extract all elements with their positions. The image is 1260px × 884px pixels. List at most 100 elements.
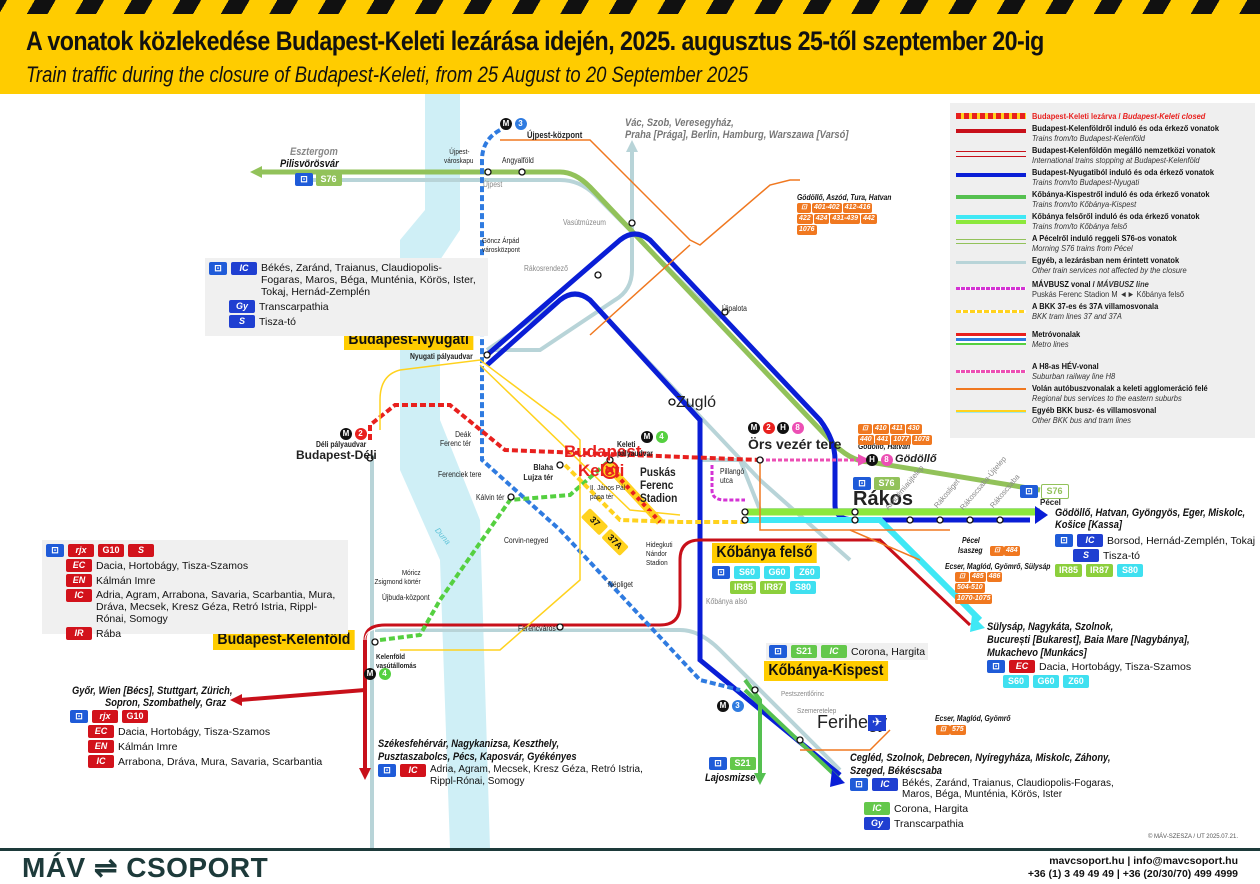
metro-m4: [379, 458, 612, 642]
s76-badge-rakos: ⊡ S76: [853, 477, 900, 490]
dest-isaszeg: Isaszeg: [958, 546, 983, 555]
title-english: Train traffic during the closure of Buda…: [26, 62, 749, 87]
footer-phone: +36 (1) 3 49 49 49 | +36 (20/30/70) 499 …: [1027, 868, 1238, 880]
stop-moricz-zsigmond-korter[interactable]: Móricz Zsigmond körtér: [374, 568, 421, 586]
footer-contact: mavcsoport.hu | info@mavcsoport.hu +36 (…: [1028, 855, 1238, 881]
arrow-north-vac: [626, 140, 638, 152]
title-hungarian: A vonatok közlekedése Budapest-Keleti le…: [26, 26, 1044, 56]
metro-h8-badge-ors: M 2 H 8: [748, 422, 804, 434]
stop-kalvin-ter[interactable]: Kálvin tér: [476, 493, 505, 502]
kelenfold-lines: [239, 538, 972, 770]
metro-m4-badge-keleti: M 4: [641, 431, 668, 443]
train-icon: ⊡: [295, 173, 313, 186]
arrow-west-pilisvorosvar: [250, 166, 262, 178]
stop-rakosrendezo[interactable]: Rákosrendező: [524, 264, 568, 273]
station-budapest-keleti-line2[interactable]: Keleti: [578, 461, 625, 480]
dest-pilisvorosvar: Pilisvörösvár: [280, 158, 339, 170]
footer-web-email[interactable]: mavcsoport.hu | info@mavcsoport.hu: [1049, 855, 1238, 867]
stop-corvin-negyed[interactable]: Corvin-negyed: [504, 536, 549, 545]
dest-pecel-bus: Pécel: [962, 536, 980, 545]
dest-cegled-line2: Szeged, Békéscsaba: [850, 765, 942, 777]
dest-esztergom: Esztergom: [290, 146, 338, 158]
stop-szemeretelep[interactable]: Szemeretelep: [797, 706, 837, 715]
stop-deak-ferenc-ter[interactable]: Deák Ferenc tér: [440, 430, 471, 448]
station-rakos[interactable]: Rákos: [853, 488, 914, 510]
metro-m2-badge-deli: M 2: [340, 428, 367, 440]
arrow-se-sulysap: [970, 615, 985, 632]
metro-m4-badge-kelenfold: M 4: [364, 668, 391, 680]
stop-ferencvaros[interactable]: Ferencváros: [518, 624, 556, 633]
arrow-south-szekesfehervar: [359, 768, 371, 780]
station-kobanya-kispest[interactable]: Kőbánya-Kispest: [764, 661, 888, 681]
stop-angyalfold[interactable]: Angyalföld: [502, 156, 534, 165]
stop-ferenciek-tere[interactable]: Ferenciek tere: [438, 470, 482, 479]
bus-route-ferihegy: ⊡575: [936, 723, 966, 735]
dest-ecser-maglod: Ecser, Maglód, Gyömrő: [935, 714, 1011, 723]
stop-keleti-palyaudvar[interactable]: Keleti pályaudvar: [617, 440, 653, 458]
dest-cegled-line1: Cegléd, Szolnok, Debrecen, Nyíregyháza, …: [850, 752, 1111, 764]
s21-badge-lajosmizse: ⊡ S21: [709, 757, 756, 770]
arrow-se-cegled: [830, 770, 845, 787]
stop-nyugati-palyaudvar[interactable]: Nyugati pályaudvar: [410, 352, 473, 361]
dest-gyor-line1: Győr, Wien [Bécs], Stuttgart, Zürich,: [72, 685, 233, 697]
station-budapest-deli[interactable]: Budapest-Déli: [296, 448, 377, 462]
stop-kobanya-also[interactable]: Kőbánya alsó: [706, 597, 748, 606]
dest-sulysap-line3: Mukachevo [Munkács]: [987, 647, 1087, 659]
stop-puskas-ferenc-stadion[interactable]: Puskás Ferenc Stadion: [640, 465, 678, 505]
station-dots: [366, 168, 1004, 744]
station-kobanya-felso[interactable]: Kőbánya felső: [712, 543, 818, 563]
mav-csoport-logo: MÁV ⇌ CSOPORT: [22, 852, 269, 883]
stop-pestszentlorinc[interactable]: Pestszentlőrinc: [781, 689, 825, 698]
metro-m3-badge-kispest: M 3: [717, 700, 744, 712]
stop-vasutmuzeum[interactable]: Vasútmúzeum: [563, 218, 606, 227]
station-zuglo[interactable]: Zugló: [676, 394, 717, 411]
stop-ujpalota[interactable]: Újpalota: [722, 304, 747, 313]
stop-ujpest[interactable]: Újpest: [483, 180, 503, 189]
arrow-east-main: [1035, 506, 1048, 524]
stop-goncz-arpad-varoskozpont[interactable]: Göncz Árpád városközpont: [482, 236, 520, 254]
station-budapest-kelenfold[interactable]: Budapest-Kelenföld: [213, 630, 355, 650]
stop-ujpest-varoskapu[interactable]: Újpest-városkapu: [444, 147, 474, 165]
metro-m3-badge-ujpest: M 3: [500, 118, 527, 130]
stop-ujpest-kozpont[interactable]: Újpest-központ: [527, 130, 583, 140]
stop-hidegkuti-nandor-stadion[interactable]: Hidegkuti Nándor Stadion: [646, 540, 673, 567]
map-legend: Budapest-Keleti lezárva / Budapest-Kelet…: [950, 103, 1255, 438]
dest-godollo-aszod: Gödöllő, Aszód, Tura, Hatvan: [797, 193, 892, 202]
dest-praha: Praha [Prága], Berlin, Hamburg, Warszawa…: [625, 129, 849, 141]
stop-pillango-utca[interactable]: Pillangó utca: [720, 467, 745, 485]
stop-blaha-lujza-ter[interactable]: Blaha Lujza tér: [523, 462, 554, 482]
station-budapest-keleti-line1[interactable]: Budapest-: [564, 442, 648, 461]
hazard-stripe-banner: [0, 0, 1260, 14]
dest-szekesfehervar-line2: Pusztaszabolcs, Pécs, Kaposvár, Gyékénye…: [378, 751, 577, 763]
bkk-lines: [379, 359, 681, 651]
volan-bus-lines: [500, 139, 950, 751]
kispest-green-line-2: [743, 688, 842, 782]
kispest-green-line: [743, 678, 762, 775]
stop-deli-palyaudvar[interactable]: Déli pályaudvar: [316, 440, 367, 449]
mavbusz-line: [710, 465, 745, 502]
dest-gyor-line2: Sopron, Szombathely, Graz: [105, 697, 227, 709]
station-pecel[interactable]: Pécel: [1040, 498, 1061, 507]
dest-godollo-hatvan-bus: Gödöllő, Hatvan: [858, 442, 911, 451]
dest-lajosmizse: Lajosmizse: [705, 772, 756, 784]
stop-nepliget[interactable]: Népliget: [608, 580, 633, 589]
s76-badge-pecel: ⊡ S76: [1020, 484, 1069, 499]
metro-m2: [368, 403, 761, 462]
copyright-note: © MÁV-SZESZA / UT 2025.07.21.: [1147, 834, 1238, 840]
nyugati-lines: [485, 231, 1030, 777]
dest-sulysap-line2: București [Bukarest], Baia Mare [Nagybán…: [987, 634, 1190, 646]
station-ors-vezer-tere[interactable]: Örs vezér tere: [748, 436, 842, 452]
stop-ii-janos-pal-papa-ter[interactable]: II. János Pál pápa tér: [590, 483, 626, 501]
stop-kelenfold-vasutallomas[interactable]: Kelenföld vasútállomás: [376, 652, 417, 670]
stop-ujbuda-kozpont[interactable]: Újbuda-központ: [382, 593, 430, 602]
footer-divider: [0, 848, 1260, 851]
header: A vonatok közlekedése Budapest-Keleti le…: [0, 14, 1260, 94]
